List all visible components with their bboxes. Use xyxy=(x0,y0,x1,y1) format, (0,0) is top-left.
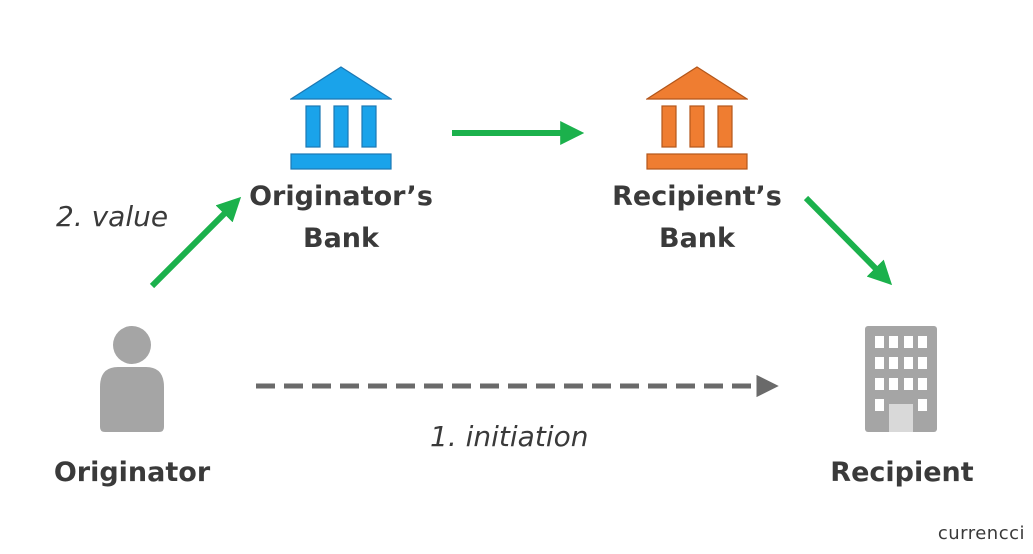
value-arrow-bank-to-recipient xyxy=(803,195,893,286)
recipient-bank-label-line1: Recipient’s xyxy=(612,181,782,212)
brand-watermark: currencci xyxy=(937,523,1025,544)
step-value-label: 2. value xyxy=(56,200,169,233)
originator-bank-label-line2: Bank xyxy=(303,223,379,254)
originator-bank-label: Originator’s Bank xyxy=(231,176,451,260)
recipient-label-text: Recipient xyxy=(830,457,974,488)
originator-label: Originator xyxy=(22,452,242,494)
step-initiation-label: 1. initiation xyxy=(430,420,589,453)
recipient-label: Recipient xyxy=(792,452,1012,494)
bank-icon-recipient xyxy=(646,66,748,170)
building-icon xyxy=(865,326,937,432)
originator-bank-label-line1: Originator’s xyxy=(249,181,433,212)
bank-icon-originator xyxy=(290,66,392,170)
person-icon xyxy=(100,326,164,432)
originator-label-text: Originator xyxy=(53,457,211,488)
recipient-bank-label: Recipient’s Bank xyxy=(587,176,807,260)
value-arrow-originator-to-bank xyxy=(149,196,242,289)
recipient-bank-label-line2: Bank xyxy=(659,223,735,254)
